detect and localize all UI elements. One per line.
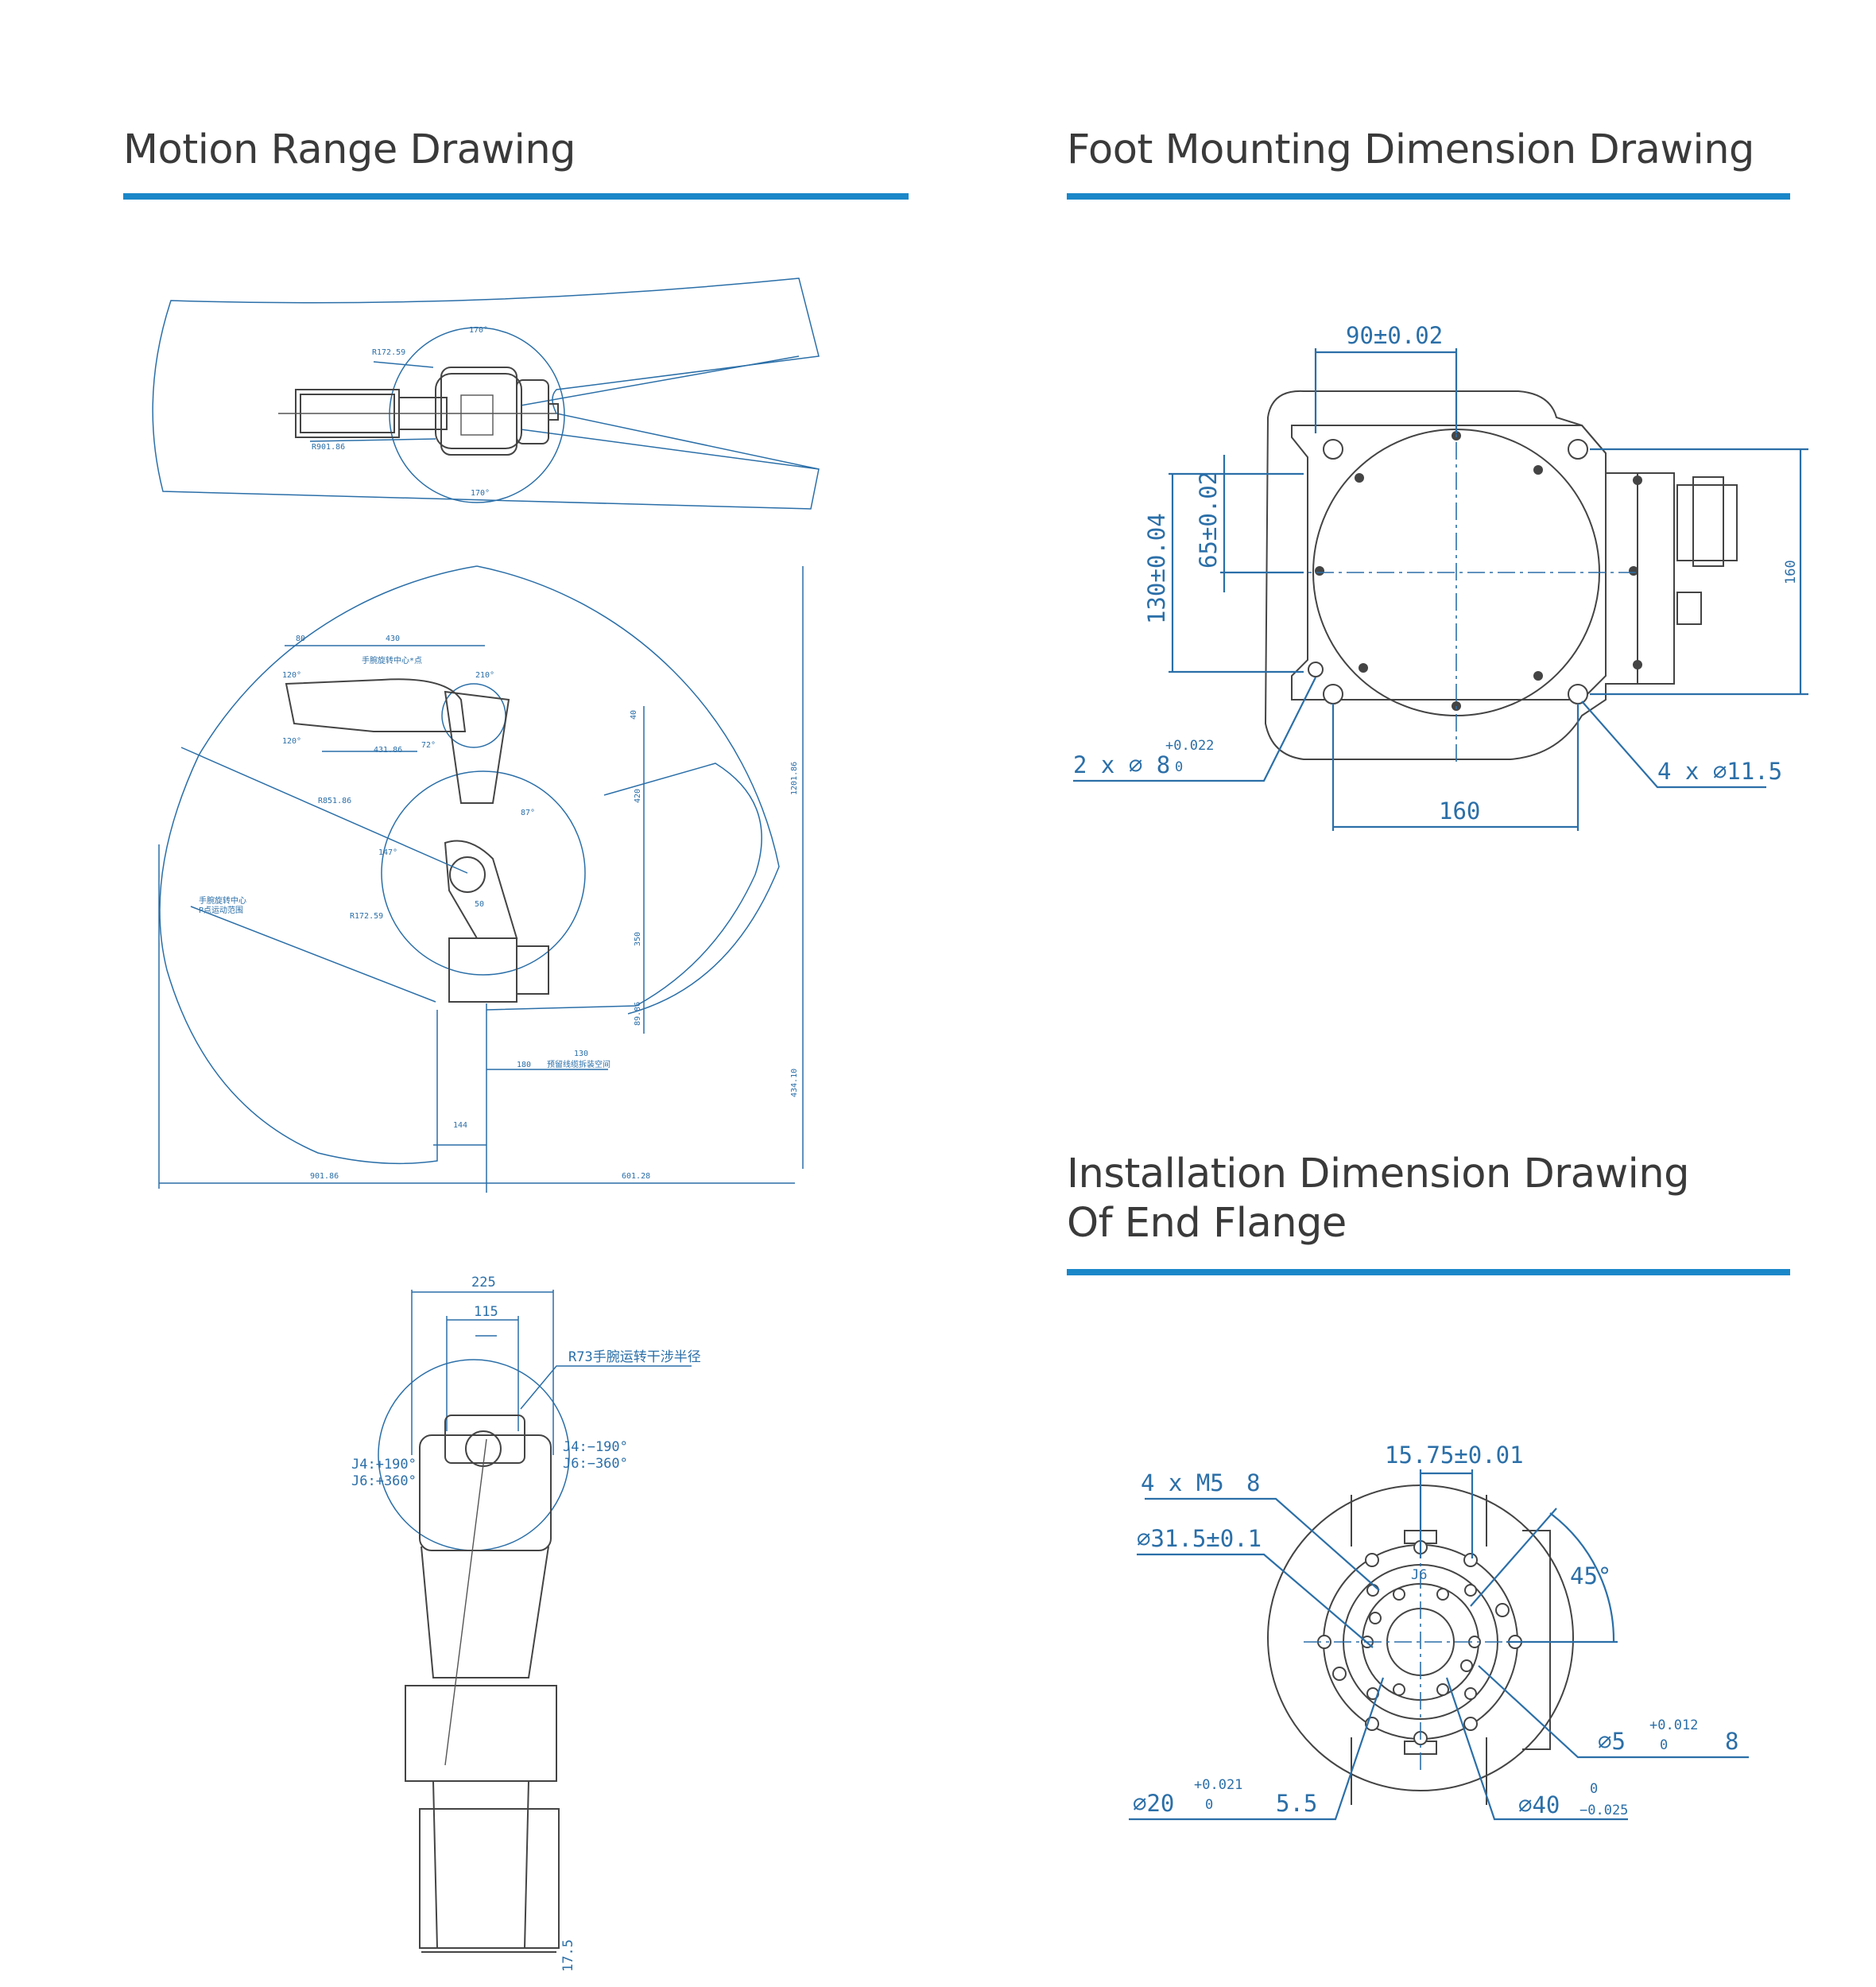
flange-bore40-upper: 0 bbox=[1590, 1781, 1598, 1797]
foot-dim-left-inner: 65±0.02 bbox=[1195, 472, 1222, 569]
top-radius: R172.59 bbox=[372, 348, 405, 357]
top-reach: R901.86 bbox=[312, 443, 345, 452]
foot-dim-right: 160 bbox=[1783, 560, 1799, 584]
flange-pin5: ∅5 bbox=[1598, 1728, 1626, 1755]
foot-dim-left-outer: 130±0.04 bbox=[1143, 513, 1170, 624]
motion-range-title: Motion Range Drawing bbox=[123, 126, 576, 173]
side-angle-120a: 120° bbox=[282, 671, 301, 680]
side-dim-40: 40 bbox=[630, 710, 638, 720]
top-angle-bottom: 170° bbox=[471, 489, 490, 498]
side-angle-87: 87° bbox=[521, 809, 535, 817]
flange-thread: 4 x M5 bbox=[1141, 1469, 1224, 1496]
flange-title-line-2: Of End Flange bbox=[1067, 1200, 1347, 1248]
flange-axis-label: J6 bbox=[1411, 1567, 1427, 1583]
flange-pin5-depth: 8 bbox=[1725, 1728, 1738, 1755]
front-j6-neg: J6:−360° bbox=[563, 1456, 628, 1472]
front-dim-115: 115 bbox=[474, 1304, 498, 1320]
side-bottom-right: 601.28 bbox=[622, 1172, 650, 1181]
side-dim-89: 89.86 bbox=[634, 1002, 642, 1026]
foot-pin-tol-lower: 0 bbox=[1175, 759, 1183, 775]
foot-pin-tol-upper: +0.022 bbox=[1165, 738, 1214, 754]
flange-bore20-depth: 5.5 bbox=[1276, 1790, 1317, 1817]
flange-bore40: ∅40 bbox=[1518, 1791, 1560, 1818]
flange-pcd: ∅31.5±0.1 bbox=[1137, 1525, 1262, 1552]
side-angle-120b: 120° bbox=[282, 737, 301, 746]
flange-bore20-upper: +0.021 bbox=[1194, 1777, 1242, 1793]
flange-drawing: 15.75±0.01 4 x M5 8 ∅31.5±0.1 45° ∅5 +0.… bbox=[1129, 1442, 1749, 1821]
side-bottom-left: 901.86 bbox=[310, 1172, 339, 1181]
flange-bore40-lower: −0.025 bbox=[1579, 1803, 1628, 1818]
foot-mounting-drawing: 90±0.02 130±0.04 65±0.02 160 160 2 x ∅ 8… bbox=[1073, 322, 1808, 831]
flange-bore20: ∅20 bbox=[1133, 1790, 1174, 1817]
side-dim-431: 431.86 bbox=[374, 746, 402, 755]
front-j6-pos: J6:+360° bbox=[351, 1473, 417, 1489]
flange-rule bbox=[1067, 1269, 1790, 1275]
foot-hole-label: 4 x ∅11.5 bbox=[1657, 758, 1782, 785]
flange-thread-depth: 8 bbox=[1246, 1469, 1260, 1496]
foot-dim-bottom: 160 bbox=[1439, 798, 1480, 825]
side-dim-130: 130 bbox=[574, 1050, 588, 1058]
top-angle-top: 170° bbox=[469, 326, 488, 335]
side-angle-72: 72° bbox=[421, 741, 436, 750]
flange-pin5-lower: 0 bbox=[1660, 1737, 1668, 1753]
side-dim-434: 434.10 bbox=[790, 1069, 799, 1097]
side-dim-430: 430 bbox=[386, 635, 400, 643]
foot-dim-top: 90±0.02 bbox=[1346, 322, 1443, 349]
side-dim-180: 180 bbox=[517, 1061, 531, 1069]
side-area-note-1: 手腕旋转中心 bbox=[199, 895, 246, 906]
side-cable-note: 预留线缆拆装空间 bbox=[547, 1059, 610, 1069]
side-dim-144: 144 bbox=[453, 1121, 467, 1130]
flange-bore20-lower: 0 bbox=[1205, 1797, 1213, 1813]
front-radius-note: R73手腕运转干涉半径 bbox=[568, 1349, 701, 1365]
side-dim-350: 350 bbox=[634, 932, 642, 946]
front-j4-pos: J4:+190° bbox=[351, 1457, 417, 1473]
flange-dim-top: 15.75±0.01 bbox=[1385, 1442, 1524, 1469]
side-angle-210: 210° bbox=[475, 671, 494, 680]
side-r172: R172.59 bbox=[350, 912, 383, 921]
foot-mounting-rule bbox=[1067, 193, 1790, 200]
front-dim-225: 225 bbox=[471, 1275, 496, 1290]
flange-title-line-1: Installation Dimension Drawing bbox=[1067, 1151, 1690, 1197]
motion-top-view: 170° 170° R172.59 R901.86 bbox=[152, 277, 820, 510]
side-dim-1201: 1201.86 bbox=[790, 762, 799, 795]
flange-angle: 45° bbox=[1570, 1562, 1611, 1589]
front-dim-17: 17.5 bbox=[560, 1939, 576, 1972]
side-wrist-center: 手腕旋转中心*点 bbox=[362, 655, 422, 666]
side-dim-420: 420 bbox=[634, 789, 642, 803]
motion-range-rule bbox=[123, 193, 909, 200]
foot-mounting-title: Foot Mounting Dimension Drawing bbox=[1067, 126, 1754, 173]
front-j4-neg: J4:−190° bbox=[563, 1439, 628, 1455]
side-angle-147: 147° bbox=[378, 848, 397, 857]
side-area-note-2: P点运动范围 bbox=[199, 905, 243, 915]
foot-pin-label: 2 x ∅ 8 bbox=[1073, 751, 1170, 778]
motion-front-view: 225 115 R73手腕运转干涉半径 J4:+190° J6:+360° J4… bbox=[351, 1275, 701, 1972]
flange-title: Installation Dimension Drawing Of End Fl… bbox=[1067, 1150, 1690, 1248]
motion-side-view: 80 430 431.86 手腕旋转中心*点 120° 120° 210° 72… bbox=[158, 565, 804, 1193]
side-r851: R851.86 bbox=[318, 797, 351, 805]
side-dim-80: 80 bbox=[296, 635, 305, 643]
side-dim-50: 50 bbox=[475, 900, 484, 909]
flange-pin5-upper: +0.012 bbox=[1649, 1717, 1698, 1733]
